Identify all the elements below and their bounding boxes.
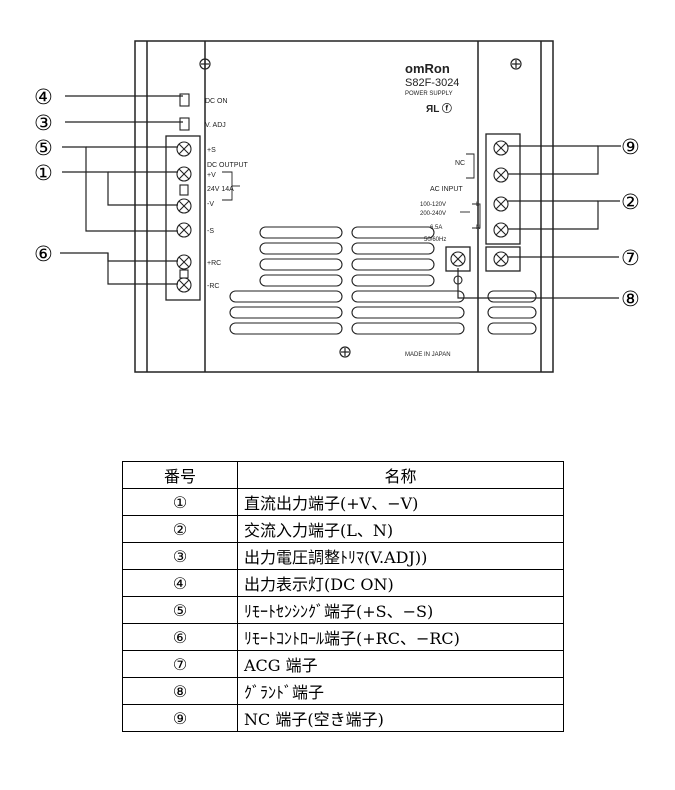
row-name: ﾘﾓｰﾄｾﾝｼﾝｸﾞ端子(+S、−S) — [237, 596, 564, 624]
header-name: 名称 — [237, 461, 564, 489]
model-number: S82F-3024 — [405, 77, 459, 89]
label-plus-s: +S — [207, 147, 216, 154]
terminal-plus-rc[interactable] — [176, 254, 192, 270]
made-in-label: MADE IN JAPAN — [405, 352, 451, 358]
callout-8: ⑧ — [621, 287, 640, 311]
label-minus-rc: -RC — [207, 283, 219, 290]
table-header-row: 番号 名称 — [122, 461, 564, 489]
row-name: NC 端子(空き端子) — [237, 704, 564, 732]
callout-3: ③ — [34, 111, 53, 135]
dc-on-label: DC ON — [205, 98, 228, 105]
label-plus-rc: +RC — [207, 260, 221, 267]
callout-1: ① — [34, 161, 53, 185]
terminal-ground[interactable] — [450, 251, 466, 267]
terminal-plus-s[interactable] — [176, 141, 192, 157]
row-number: ④ — [122, 569, 238, 597]
unit-outline — [134, 40, 554, 373]
label-plus-v: +V — [207, 172, 216, 179]
label-100v: 100-120V — [420, 202, 446, 208]
screw-icon — [199, 58, 211, 70]
row-name: 交流入力端子(L、N) — [237, 515, 564, 543]
terminal-nc-2[interactable] — [493, 167, 509, 183]
terminal-ac-l[interactable] — [493, 196, 509, 212]
callout-5: ⑤ — [34, 136, 53, 160]
callout-leaders — [60, 95, 621, 299]
row-name: 出力表示灯(DC ON) — [237, 569, 564, 597]
label-ac-input: AC INPUT — [430, 186, 463, 193]
terminal-ac-n[interactable] — [493, 222, 509, 238]
dc-on-indicator — [179, 93, 190, 107]
row-name: 直流出力端子(+V、−V) — [237, 488, 564, 516]
label-rating: 24V 14A — [207, 186, 234, 193]
row-number: ③ — [122, 542, 238, 570]
callout-9: ⑨ — [621, 135, 640, 159]
label-freq: 50/60Hz — [424, 237, 446, 243]
row-number: ⑧ — [122, 677, 238, 705]
row-name: ACG 端子 — [237, 650, 564, 678]
row-name: ｸﾞﾗﾝﾄﾞ端子 — [237, 677, 564, 705]
row-number: ⑤ — [122, 596, 238, 624]
terminal-minus-s[interactable] — [176, 222, 192, 238]
screw-icon — [339, 346, 351, 358]
row-number: ⑨ — [122, 704, 238, 732]
callout-4: ④ — [34, 85, 53, 109]
ac-terminal-block — [485, 133, 521, 245]
label-minus-v: -V — [207, 201, 214, 208]
brand-logo: omRon — [405, 61, 450, 76]
screw-icon — [510, 58, 522, 70]
callout-7: ⑦ — [621, 246, 640, 270]
label-current: 6.5A — [430, 225, 442, 231]
terminal-plus-v[interactable] — [176, 166, 192, 182]
terminal-nc-1[interactable] — [493, 140, 509, 156]
header-number: 番号 — [122, 461, 238, 489]
unit-subtitle: POWER SUPPLY — [405, 91, 453, 97]
dc-terminal-block — [165, 135, 201, 301]
label-dc-output: DC OUTPUT — [207, 162, 249, 169]
row-number: ⑥ — [122, 623, 238, 651]
label-l: L — [476, 202, 480, 208]
v-adj-trimmer[interactable] — [179, 117, 190, 131]
row-name: ﾘﾓｰﾄｺﾝﾄﾛｰﾙ端子(+RC、−RC) — [237, 623, 564, 651]
label-minus-s: -S — [207, 228, 214, 235]
terminal-minus-v[interactable] — [176, 198, 192, 214]
row-number: ① — [122, 488, 238, 516]
certification-mark: ЯL ⓕ — [426, 102, 452, 115]
row-name: 出力電圧調整ﾄﾘﾏ(V.ADJ)) — [237, 542, 564, 570]
callout-6: ⑥ — [34, 242, 53, 266]
label-nc: NC — [455, 160, 465, 167]
v-adj-label: V. ADJ — [205, 122, 226, 129]
terminal-acg[interactable] — [493, 251, 509, 267]
power-supply-diagram: omRon S82F-3024 POWER SUPPLY ЯL ⓕ MADE I… — [34, 40, 640, 373]
callout-2: ② — [621, 190, 640, 214]
label-200v: 200-240V — [420, 211, 446, 217]
ventilation-slots — [229, 226, 537, 335]
row-number: ② — [122, 515, 238, 543]
acg-terminal-block — [485, 246, 521, 272]
row-number: ⑦ — [122, 650, 238, 678]
terminal-minus-rc[interactable] — [176, 277, 192, 293]
